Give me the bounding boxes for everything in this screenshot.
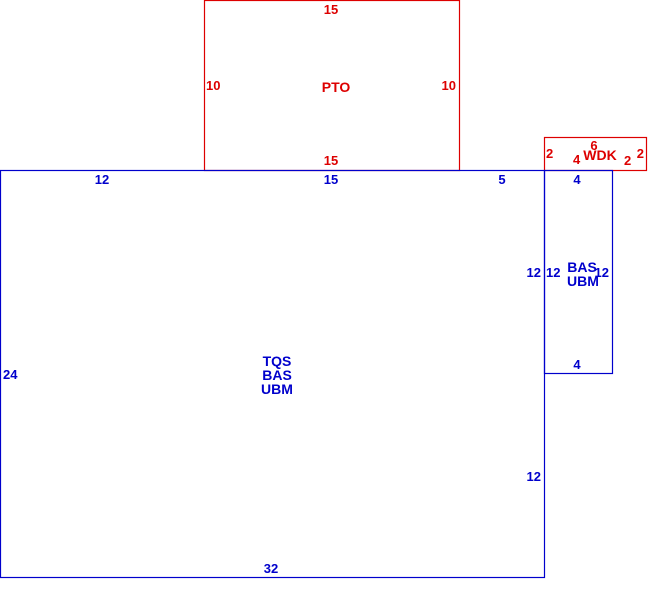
wdk-dim-right: 2 <box>637 146 644 161</box>
main-label-1: TQS <box>263 353 292 369</box>
side-outline <box>543 169 614 375</box>
side-area: 4 12 BAS UBM 12 4 <box>543 169 614 375</box>
side-dim-right: 12 <box>595 265 609 280</box>
wdk-dim-inner-right: 2 <box>624 153 631 168</box>
wdk-dim-inner-left: 4 <box>573 152 581 167</box>
main-dim-right-lower: 12 <box>527 469 541 484</box>
pto-area: 15 10 10 PTO 15 <box>203 0 461 172</box>
pto-dim-bottom: 15 <box>324 153 338 168</box>
side-dim-top: 4 <box>573 172 581 187</box>
main-label-2: BAS <box>262 367 292 383</box>
main-dim-right-upper: 12 <box>527 265 541 280</box>
main-dim-top-left: 12 <box>95 172 109 187</box>
side-label-2: UBM <box>567 273 599 289</box>
wdk-dim-left: 2 <box>546 146 553 161</box>
main-dim-left: 24 <box>3 367 18 382</box>
side-dim-bottom: 4 <box>573 357 581 372</box>
main-area: 12 15 5 12 24 TQS BAS UBM 12 32 <box>0 169 546 579</box>
wdk-dim-top: 6 <box>590 138 597 153</box>
wdk-label: WDK <box>583 147 616 163</box>
main-label-3: UBM <box>261 381 293 397</box>
pto-dim-left: 10 <box>206 78 220 93</box>
pto-dim-top: 15 <box>324 2 338 17</box>
wdk-area: 6 2 4 WDK 2 2 <box>543 136 648 172</box>
pto-dim-right: 10 <box>442 78 456 93</box>
side-label-1: BAS <box>567 259 597 275</box>
pto-label: PTO <box>322 79 351 95</box>
main-dim-top-right: 5 <box>498 172 505 187</box>
main-dim-bottom: 32 <box>264 561 278 576</box>
main-dim-top-mid: 15 <box>324 172 338 187</box>
side-dim-left: 12 <box>546 265 560 280</box>
